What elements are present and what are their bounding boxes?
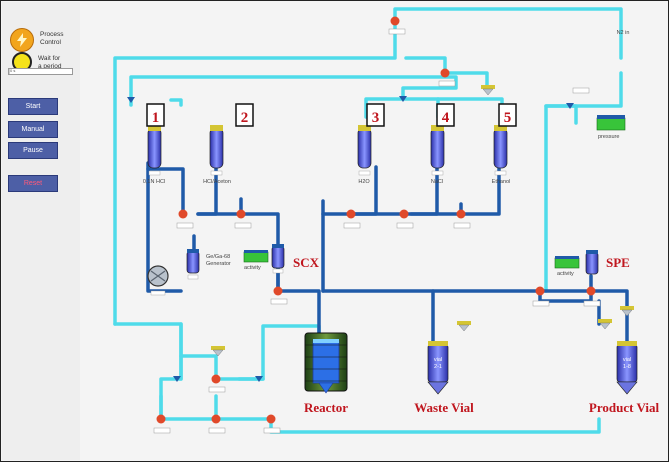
waste-vial-text-1: vial — [434, 357, 442, 363]
wait-progress-bar — [8, 68, 73, 75]
scx-cartridge[interactable] — [271, 244, 285, 274]
dark-tubing — [146, 161, 629, 346]
valve[interactable] — [583, 286, 601, 307]
svg-text:3: 3 — [372, 110, 380, 126]
filter-icon — [620, 306, 634, 317]
valve[interactable] — [343, 209, 361, 229]
product-vial-text-2: 1-8 — [623, 364, 631, 370]
filter-icon — [598, 319, 612, 330]
reagent-vial-1[interactable] — [147, 125, 162, 176]
valve[interactable] — [388, 16, 406, 35]
lightning-icon — [10, 28, 34, 52]
scx-activity-meter — [243, 250, 269, 263]
valve[interactable] — [263, 414, 281, 434]
svg-text:5: 5 — [504, 110, 512, 126]
product-vial-label: Product Vial — [589, 400, 660, 415]
svg-text:4: 4 — [442, 110, 450, 126]
process-control-label: Process — [40, 31, 64, 38]
scx-label: SCX — [293, 255, 320, 270]
spe-activity-caption: activity — [557, 271, 574, 277]
n2-inlet-label: N2 in — [617, 30, 630, 36]
process-control-label-2: Control — [40, 39, 61, 46]
reagent-label-2: HCl/Aceton — [203, 179, 231, 185]
waste-vial[interactable] — [427, 341, 449, 395]
spe-label: SPE — [606, 255, 630, 270]
reagent-label-5: Ethanol — [492, 179, 511, 185]
callout-5: 5 — [498, 103, 517, 127]
reagent-vial-5[interactable] — [493, 125, 508, 176]
valve[interactable] — [153, 414, 171, 434]
callout-4: 4 — [436, 103, 455, 127]
scx-activity-caption: activity — [244, 265, 261, 271]
valve[interactable] — [438, 68, 456, 87]
filter-icon — [211, 346, 225, 357]
spe-activity-meter — [554, 256, 580, 269]
pump-icon[interactable] — [147, 265, 169, 296]
waste-vial-label: Waste Vial — [414, 400, 474, 415]
ge-ga-generator[interactable] — [186, 249, 200, 280]
pause-button[interactable]: Pause — [8, 142, 58, 159]
pressure-caption: pressure — [598, 134, 619, 140]
reactor[interactable] — [304, 332, 348, 394]
filter-icon — [481, 85, 495, 96]
product-vial[interactable] — [616, 341, 638, 395]
svg-text:1: 1 — [152, 110, 160, 126]
valve[interactable] — [176, 209, 194, 229]
flow-arrows — [127, 96, 574, 382]
reactor-label: Reactor — [304, 400, 348, 415]
spe-cartridge[interactable] — [585, 250, 599, 275]
generator-label-2: Generator — [206, 261, 231, 267]
valves — [153, 16, 601, 434]
product-vial-text-1: vial — [623, 357, 631, 363]
reagent-label-1: 0,1N HCl — [143, 179, 165, 185]
filter-icon — [457, 321, 471, 332]
valve[interactable] — [208, 374, 226, 393]
start-button[interactable]: Start — [8, 98, 58, 115]
pressure-meter — [596, 115, 626, 131]
valve-label — [572, 87, 590, 94]
reagent-vial-4[interactable] — [430, 125, 445, 176]
svg-text:2: 2 — [241, 110, 249, 126]
reagent-vial-3[interactable] — [357, 125, 372, 176]
reagent-label-3: H2O — [358, 179, 370, 185]
reagent-vial-2[interactable] — [209, 125, 224, 176]
valve[interactable] — [532, 286, 550, 307]
wait-label-2: a period — [38, 63, 62, 70]
valve[interactable] — [208, 414, 226, 434]
process-schematic: 0,1N HCl HCl/Aceton H2O NaCl Ethanol 1 2… — [113, 7, 660, 434]
callout-3: 3 — [366, 103, 385, 127]
valve[interactable] — [234, 209, 252, 229]
process-control-status: Process Control — [10, 28, 63, 52]
generator-label-1: Ge/Ga-68 — [206, 254, 230, 260]
reagent-vials — [147, 125, 508, 176]
callout-2: 2 — [235, 103, 254, 127]
control-sidebar: Process Control Wait for a period 0 s St… — [2, 2, 80, 460]
valve[interactable] — [453, 209, 471, 229]
progress-value: 0 s — [10, 68, 16, 73]
wait-label: Wait for — [38, 55, 61, 62]
light-tubing — [113, 7, 623, 434]
manual-button[interactable]: Manual — [8, 121, 58, 138]
reset-button[interactable]: Reset — [8, 175, 58, 192]
callout-1: 1 — [146, 103, 165, 127]
valve[interactable] — [396, 209, 414, 229]
waste-vial-text-2: 2-1 — [434, 364, 442, 370]
reagent-label-4: NaCl — [431, 179, 443, 185]
valve[interactable] — [270, 286, 288, 305]
